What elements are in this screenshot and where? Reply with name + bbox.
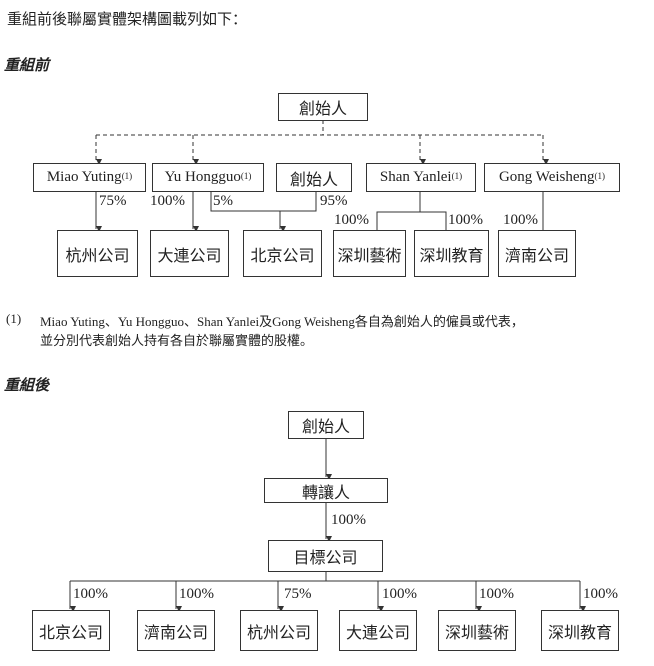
pct-label: 75% [284,586,312,602]
company-box: 深圳教育 [414,230,489,277]
entity-name: Miao Yuting [46,169,122,185]
transferor-box: 轉讓人 [264,478,388,503]
intro-text: 重組前後聯屬實體架構圖載列如下： [7,10,248,28]
founder-box: 創始人 [278,93,368,121]
entity-box-shan: Shan Yanlei(1) [366,163,476,192]
entity-name: Shan Yanlei [379,169,452,185]
pct-label: 100% [334,212,369,228]
company-box: 杭州公司 [240,610,318,651]
footnote-ref: (1) [121,170,133,181]
company-box: 北京公司 [243,230,322,277]
after-heading: 重組後 [4,376,50,394]
pct-label: 100% [150,193,185,209]
footnote-ref: (1) [594,170,606,181]
pct-label: 100% [503,212,538,228]
company-box: 深圳藝術 [333,230,406,277]
company-box: 深圳教育 [541,610,619,651]
footnote-ref: (1) [451,170,463,181]
founder-box: 創始人 [288,411,364,439]
pct-label: 100% [73,586,108,602]
founder-box-2: 創始人 [276,163,352,192]
footnote-ref: (1) [240,170,252,181]
pct-label: 75% [99,193,127,209]
entity-name: 創始人 [289,169,338,189]
entity-name: Yu Hongguo [164,169,241,185]
entity-name: Gong Weisheng [498,169,595,185]
footnote-line-2: 並分別代表創始人持有各自於聯屬實體的股權。 [40,333,314,348]
pct-label: 100% [583,586,618,602]
before-heading: 重組前 [4,56,50,74]
company-box: 大連公司 [150,230,229,277]
entity-box-gong: Gong Weisheng(1) [484,163,620,192]
pct-label: 100% [479,586,514,602]
company-box: 濟南公司 [137,610,215,651]
company-box: 北京公司 [32,610,110,651]
pct-label: 100% [179,586,214,602]
company-box: 杭州公司 [57,230,138,277]
pct-label: 100% [382,586,417,602]
footnote-line-1: Miao Yuting、Yu Hongguo、Shan Yanlei及Gong … [40,314,524,329]
pct-label: 100% [448,212,483,228]
company-box: 深圳藝術 [438,610,516,651]
target-company-box: 目標公司 [268,540,383,572]
pct-label: 5% [213,193,233,209]
pct-label: 100% [331,512,366,528]
entity-box-yu: Yu Hongguo(1) [152,163,264,192]
pct-label: 95% [320,193,348,209]
entity-box-miao: Miao Yuting(1) [33,163,146,192]
footnote-marker: (1) [6,311,22,326]
company-box: 濟南公司 [498,230,576,277]
company-box: 大連公司 [339,610,417,651]
